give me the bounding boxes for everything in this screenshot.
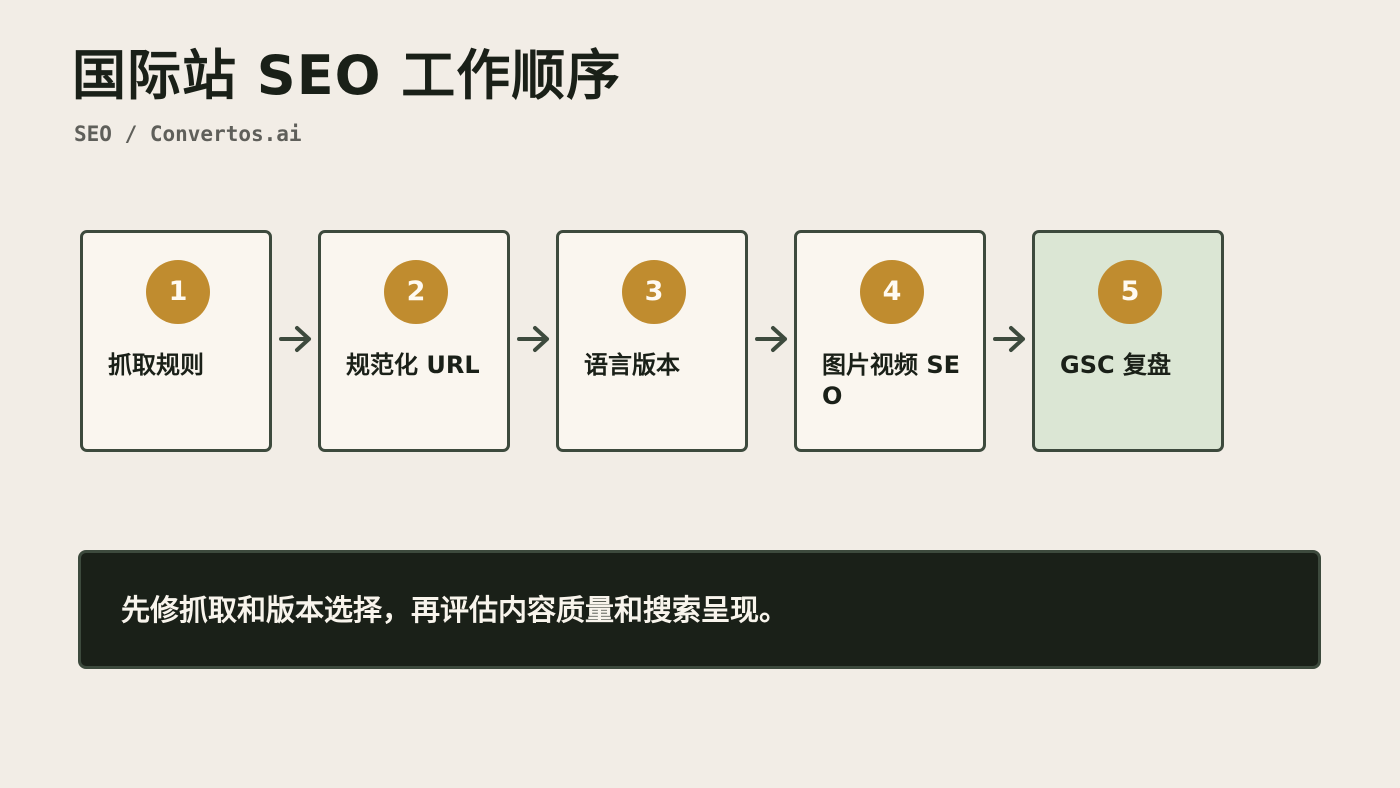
page-subtitle: SEO / Convertos.ai	[74, 122, 302, 146]
page-title: 国际站 SEO 工作顺序	[72, 44, 622, 107]
step-number-badge: 3	[622, 260, 686, 324]
right-arrow-icon	[993, 326, 1025, 352]
seo-workflow-diagram: 1 抓取规则 2 规范化 URL 3 语言版本 4 图片视频 SEO 5 GSC…	[80, 230, 1226, 454]
workflow-step-4: 4 图片视频 SEO	[794, 230, 986, 452]
step-number-badge: 4	[860, 260, 924, 324]
right-arrow-icon	[517, 326, 549, 352]
summary-text: 先修抓取和版本选择，再评估内容质量和搜索呈现。	[121, 593, 789, 627]
workflow-step-3: 3 语言版本	[556, 230, 748, 452]
right-arrow-icon	[279, 326, 311, 352]
step-label: 语言版本	[584, 351, 680, 379]
step-number-badge: 2	[384, 260, 448, 324]
workflow-step-2: 2 规范化 URL	[318, 230, 510, 452]
step-label: 图片视频 SEO	[822, 351, 961, 410]
step-number-badge: 5	[1098, 260, 1162, 324]
step-label: 抓取规则	[108, 351, 204, 379]
right-arrow-icon	[755, 326, 787, 352]
step-label: 规范化 URL	[346, 351, 480, 379]
workflow-step-1: 1 抓取规则	[80, 230, 272, 452]
step-number-badge: 1	[146, 260, 210, 324]
step-label: GSC 复盘	[1060, 351, 1171, 379]
workflow-step-5: 5 GSC 复盘	[1032, 230, 1224, 452]
summary-callout: 先修抓取和版本选择，再评估内容质量和搜索呈现。	[78, 550, 1321, 669]
